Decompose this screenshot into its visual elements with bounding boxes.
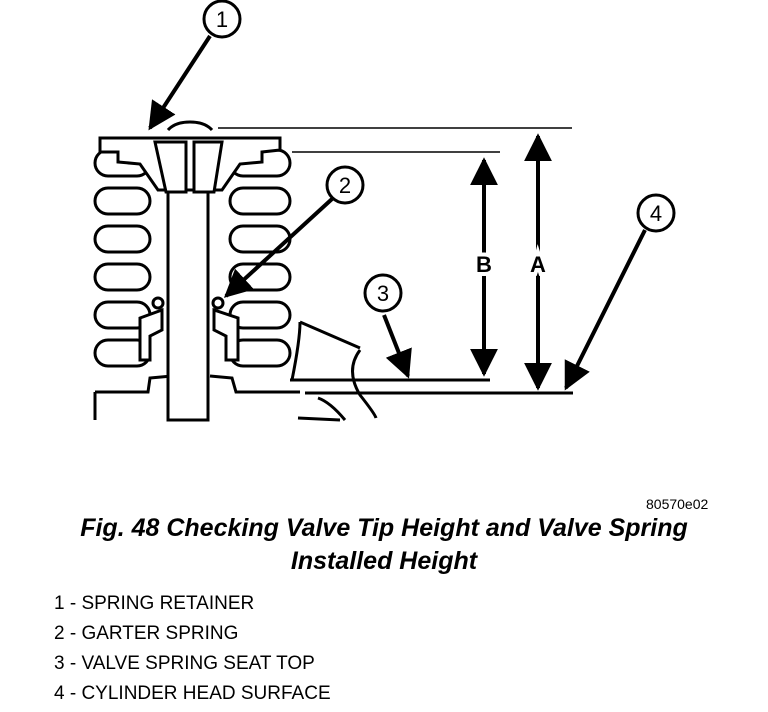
callout-1-label: 1 — [216, 7, 228, 32]
spring-retainer — [98, 120, 282, 194]
callout-2-label: 2 — [339, 173, 351, 198]
dimension-a-label: A — [530, 252, 546, 277]
callout-3: 3 — [363, 273, 412, 379]
reference-lines — [218, 127, 572, 153]
callout-4-label: 4 — [650, 201, 662, 226]
caption-line-1: Fig. 48 Checking Valve Tip Height and Va… — [80, 514, 688, 542]
legend-list: 1 - SPRING RETAINER 2 - GARTER SPRING 3 … — [54, 592, 331, 712]
legend-item-2: 2 - GARTER SPRING — [54, 623, 239, 644]
callout-3-label: 3 — [377, 281, 389, 306]
valve-stem — [166, 168, 210, 422]
cylinder-head — [93, 374, 573, 422]
spring-seat — [290, 320, 490, 419]
callout-1: 1 — [148, 0, 242, 131]
valve-seal — [138, 296, 240, 362]
figure-caption: Fig. 48 Checking Valve Tip Height and Va… — [0, 512, 768, 578]
callout-4: 4 — [564, 193, 676, 391]
valve-spring-diagram: B A 1 2 3 4 — [93, 0, 676, 422]
legend-item-1: 1 - SPRING RETAINER — [54, 593, 255, 614]
figure-code: 80570e02 — [646, 496, 709, 512]
caption-line-2: Installed Height — [290, 547, 478, 575]
dimension-b-label: B — [476, 252, 492, 277]
legend-item-3: 3 - VALVE SPRING SEAT TOP — [54, 653, 315, 674]
callout-2: 2 — [223, 165, 365, 298]
legend-item-4: 4 - CYLINDER HEAD SURFACE — [54, 683, 331, 704]
